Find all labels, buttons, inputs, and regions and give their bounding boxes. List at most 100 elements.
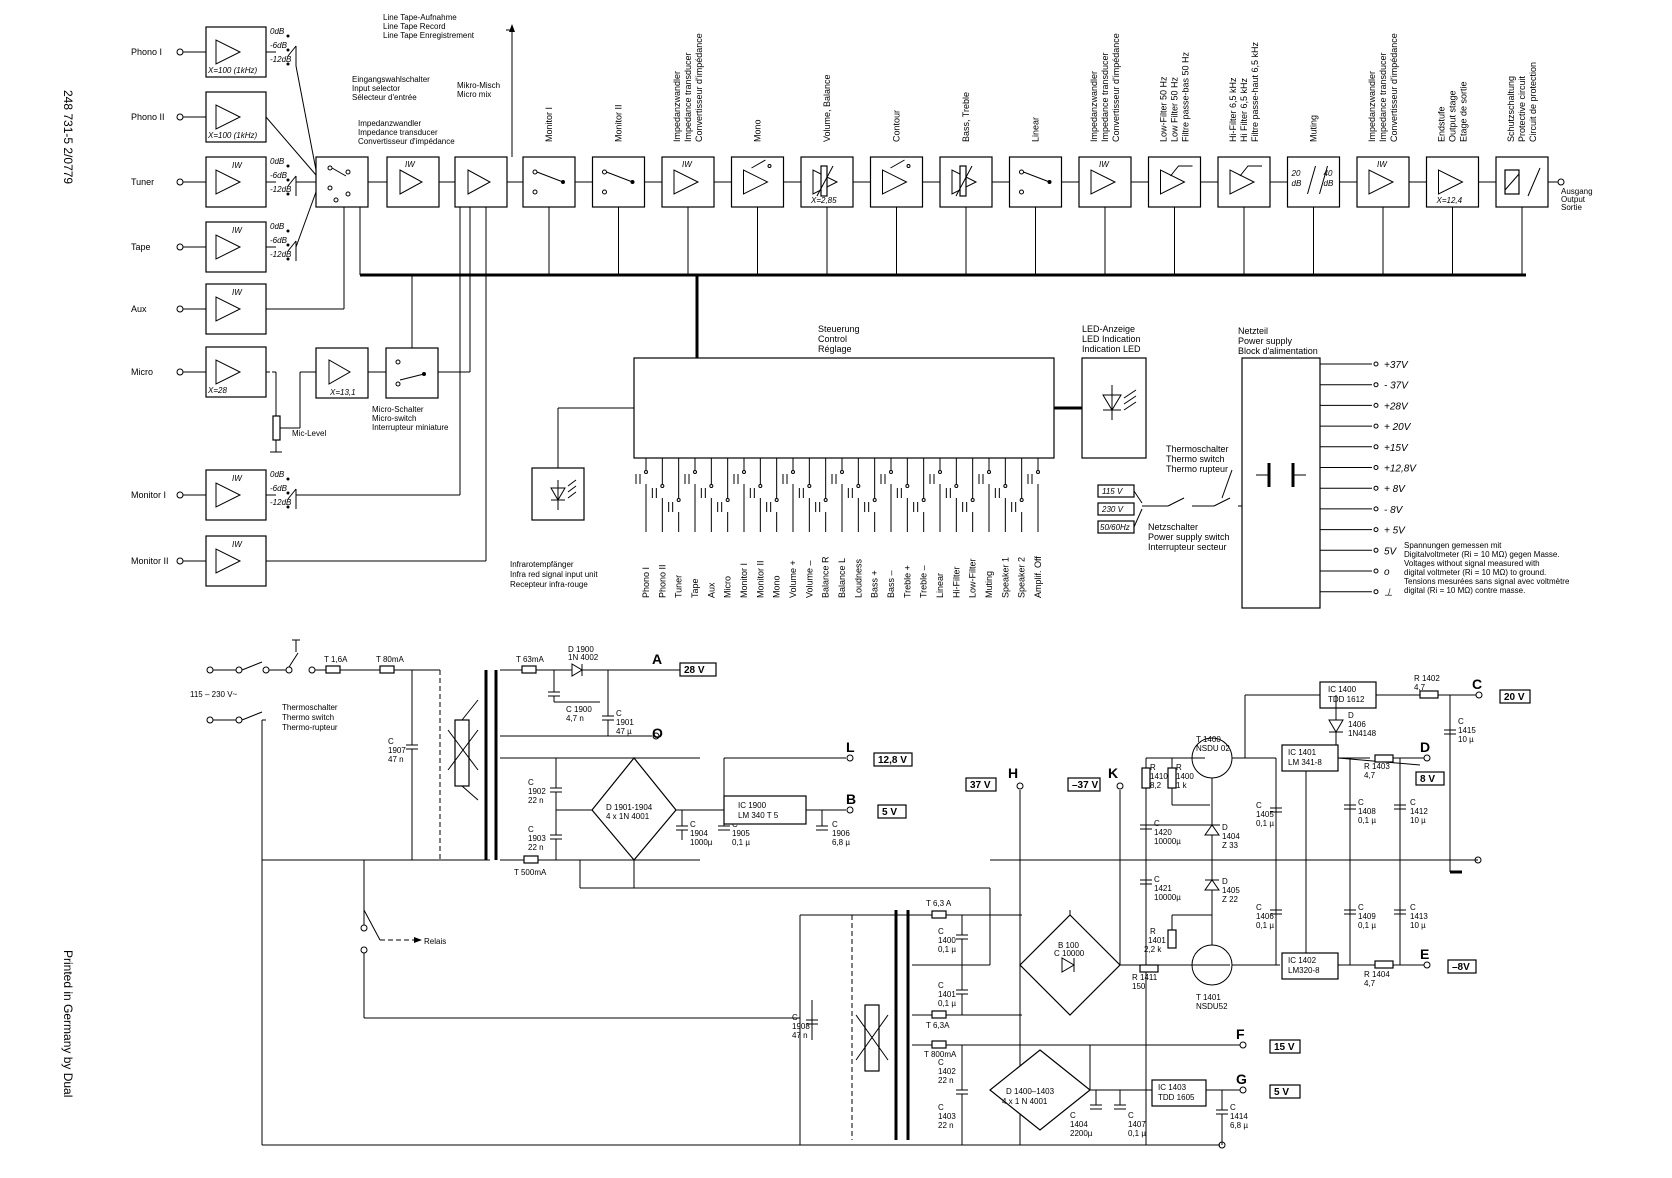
svg-text:C: C	[1230, 1103, 1236, 1112]
control-button-label: Treble +	[902, 565, 912, 598]
mains-input: 115 V 230 V 50/60Hz Thermoschalter Therm…	[1097, 444, 1242, 552]
control-button-label: Tape	[690, 578, 700, 598]
svg-text:C: C	[690, 820, 696, 829]
node-letter: F	[1236, 1026, 1245, 1042]
svg-text:C: C	[792, 1013, 798, 1022]
control-button-3: Tuner	[668, 458, 684, 598]
svg-text:TDD 1612: TDD 1612	[1328, 695, 1365, 704]
chain-stage-8: Linear	[1008, 117, 1079, 275]
svg-text:Mic-Level: Mic-Level	[292, 429, 326, 438]
margin-code: 248 731-5 2/0779	[61, 90, 75, 184]
svg-text:1 k: 1 k	[1176, 781, 1188, 790]
svg-text:D 1901-1904: D 1901-1904	[606, 803, 653, 812]
svg-text:Tensions mesurées sans signal: Tensions mesurées sans signal avec voltm…	[1404, 577, 1570, 586]
input-label: Phono II	[131, 112, 165, 122]
micro-amp-2: X=13,1	[315, 347, 369, 399]
node-voltage: –37 V	[1072, 780, 1098, 791]
control-button-20: Hi-Filter	[945, 458, 961, 598]
node-D: D8 V	[1415, 739, 1445, 786]
stage-label: Hi-Filter 6,5 kHz	[1228, 77, 1238, 142]
control-button-label: Phono II	[657, 564, 667, 598]
power-rail-2: - 37V	[1320, 381, 1409, 392]
micromix-label: Mikro-Misch Micro mix	[457, 81, 500, 99]
control-button-label: Speaker 1	[1000, 557, 1010, 598]
node-G: G 5 V	[1236, 1071, 1301, 1099]
svg-text:1413: 1413	[1410, 912, 1428, 921]
node-voltage: 37 V	[970, 780, 991, 791]
svg-text:Thermo rupteur: Thermo rupteur	[1166, 464, 1228, 474]
svg-text:4,7: 4,7	[1364, 771, 1376, 780]
chain-stage-1: Monitor I	[522, 107, 593, 275]
svg-text:digital (Ri = 10 MΩ) contre ma: digital (Ri = 10 MΩ) contre masse.	[1404, 586, 1525, 595]
svg-text:1902: 1902	[528, 787, 546, 796]
svg-text:Mikro-Misch: Mikro-Misch	[457, 81, 500, 90]
rail-label: +37V	[1384, 360, 1409, 371]
svg-text:Sortie: Sortie	[1561, 203, 1582, 212]
svg-text:Z 33: Z 33	[1222, 841, 1239, 850]
svg-text:T 1401: T 1401	[1196, 993, 1221, 1002]
rail-label: + 5V	[1384, 526, 1406, 537]
svg-text:22 n: 22 n	[528, 843, 544, 852]
node-letter: G	[1236, 1071, 1247, 1087]
node-L: L 12,8 V	[846, 739, 913, 767]
svg-text:Line Tape Enregistrement: Line Tape Enregistrement	[383, 31, 475, 40]
control-button-18: Treble –	[913, 458, 929, 598]
rail-label: + 20V	[1384, 422, 1412, 433]
control-button-21: Low-Filter	[962, 458, 978, 598]
control-button-9: Mono	[766, 458, 782, 598]
power-rail-7: + 8V	[1320, 484, 1406, 495]
control-button-12: Balance R	[815, 458, 831, 598]
svg-text:Netzteil: Netzteil	[1238, 326, 1268, 336]
control-button-23: Speaker 1	[994, 458, 1010, 598]
node-letter: K	[1108, 765, 1118, 781]
input-gain: X=28	[207, 386, 227, 395]
svg-text:Spannungen gemessen mit: Spannungen gemessen mit	[1404, 541, 1502, 550]
svg-text:C: C	[1154, 819, 1160, 828]
svg-text:R 1404: R 1404	[1364, 970, 1390, 979]
svg-text:C: C	[1358, 903, 1364, 912]
rail-label: - 8V	[1384, 505, 1404, 516]
svg-text:C: C	[938, 981, 944, 990]
control-button-13: Balance L	[831, 458, 847, 598]
node-letter: L	[846, 739, 855, 755]
node-voltage: 12,8 V	[878, 755, 907, 766]
output-terminal: Ausgang Output Sortie	[1548, 178, 1593, 212]
stage-label: Impedance transducer	[1100, 52, 1110, 142]
svg-text:Steuerung: Steuerung	[818, 324, 860, 334]
svg-text:4 x 1 N 4001: 4 x 1 N 4001	[1002, 1097, 1048, 1106]
muting-level: 20	[1291, 169, 1301, 178]
svg-text:1908: 1908	[792, 1022, 810, 1031]
input-gain: X=100 (1kHz)	[207, 66, 257, 75]
svg-text:1408: 1408	[1358, 807, 1376, 816]
input-label: Aux	[131, 304, 147, 314]
svg-text:LED Indication: LED Indication	[1082, 334, 1141, 344]
control-button-label: Treble –	[919, 565, 929, 598]
control-button-label: Monitor I	[739, 563, 749, 598]
power-rail-5: +15V	[1320, 443, 1409, 454]
svg-text:T 500mA: T 500mA	[514, 868, 547, 877]
svg-text:R 1411: R 1411	[1132, 973, 1158, 982]
svg-text:IW: IW	[405, 160, 416, 169]
svg-text:Control: Control	[818, 334, 847, 344]
control-button-label: Tuner	[674, 575, 684, 598]
svg-text:NSDU52: NSDU52	[1196, 1002, 1228, 1011]
level-label: 0dB	[270, 470, 285, 479]
svg-text:C: C	[1358, 798, 1364, 807]
control-button-11: Volume –	[798, 458, 814, 598]
control-block: Steuerung Control Réglage	[633, 324, 1082, 459]
svg-text:1406: 1406	[1256, 912, 1274, 921]
node-A: A28 V	[652, 651, 717, 677]
node-voltage: 5 V	[1274, 1087, 1289, 1098]
stage-label: Filtre passe-haut 6,5 kHz	[1250, 41, 1260, 142]
input-stage-1: Phono IX=100 (1kHz)0dB-6dB-12dB	[131, 26, 297, 78]
control-button-label: Micro	[723, 576, 733, 598]
svg-text:1404: 1404	[1070, 1120, 1088, 1129]
svg-text:X=13,1: X=13,1	[329, 388, 356, 397]
svg-text:T 6,3 A: T 6,3 A	[926, 899, 952, 908]
node-letter: C	[1472, 676, 1482, 692]
muting-unit: dB	[1324, 179, 1334, 188]
svg-text:C: C	[1128, 1111, 1134, 1120]
